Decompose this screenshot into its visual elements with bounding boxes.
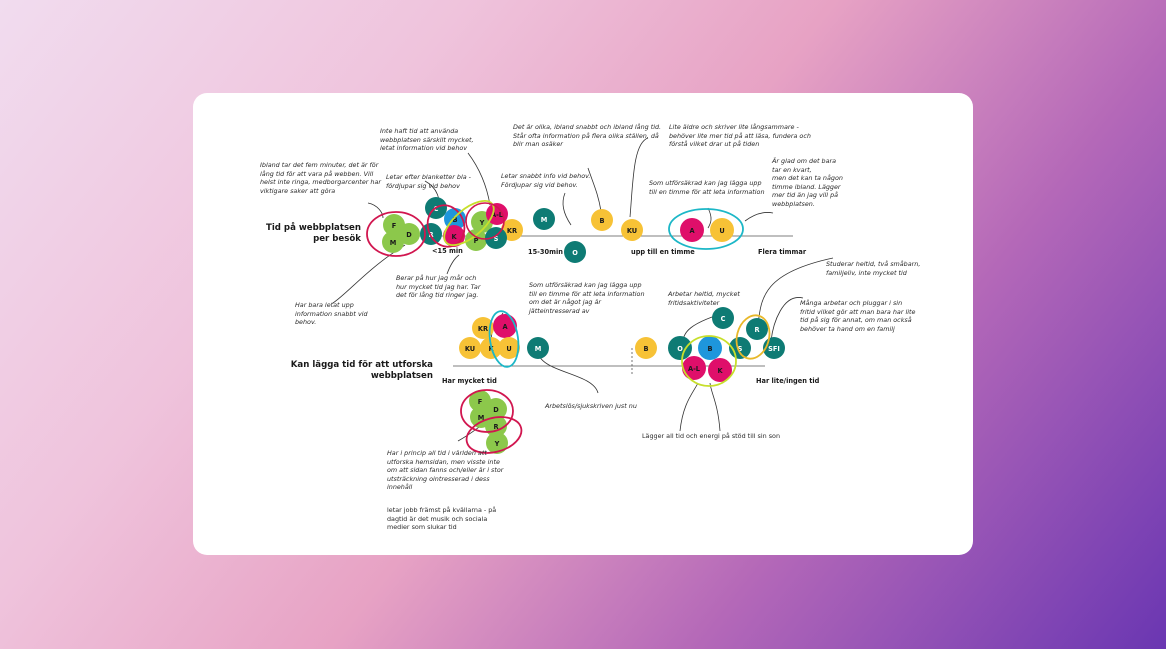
bubble-U-bottom: U: [498, 337, 520, 359]
svg-text:KR: KR: [507, 227, 517, 235]
bubble-C-bottom: C: [712, 307, 734, 329]
note-top-7: Som utförsäkrad kan jag lägga upp till e…: [649, 179, 765, 196]
note-bottom-8: letar jobb främst på kvällarna - på dagt…: [387, 506, 497, 532]
ring-red-top-al: [465, 202, 505, 240]
svg-text:M: M: [390, 239, 397, 247]
bubble-KR-bottom: KR: [472, 317, 494, 339]
bubble-O-bottom: O: [668, 336, 692, 360]
note-bottom-6: Lägger all tid och energi på stöd till s…: [642, 432, 781, 440]
svg-text:D: D: [493, 406, 499, 414]
svg-text:K: K: [717, 367, 723, 375]
bubble-B-blue-bottom: B: [698, 336, 722, 360]
svg-text:KR: KR: [478, 325, 488, 333]
svg-text:B: B: [599, 217, 604, 225]
label-har-mycket-tid: Har mycket tid: [442, 377, 497, 385]
note-bottom-7: Har i princip all tid i världen att utfo…: [387, 449, 504, 492]
note-bottom-4: Många arbetar och pluggar i sin fritid v…: [800, 299, 916, 333]
bubble-P-top: P: [465, 229, 487, 251]
bubble-AL-top: A-L: [486, 203, 508, 225]
ring-red-top-left: [366, 211, 426, 257]
ring-gold-bottom: [735, 314, 771, 360]
label-upp-till-timme: upp till en timme: [631, 248, 695, 256]
note-top-2: Ibland tar det fem minuter, det är för l…: [260, 161, 382, 195]
svg-text:M: M: [478, 414, 485, 422]
label-lt15: <15 min: [432, 247, 463, 255]
bubble-O-15-30: O: [564, 241, 586, 263]
diagram-canvas: F D M C B R K Y A-L KR P S M O B KU A U …: [332, 137, 834, 454]
svg-text:O: O: [677, 345, 683, 353]
svg-text:M: M: [541, 216, 548, 224]
svg-text:S: S: [738, 345, 743, 353]
svg-text:K: K: [451, 233, 457, 241]
svg-text:B: B: [707, 345, 712, 353]
bubble-M-top: M: [382, 231, 404, 253]
note-top-3: Letar efter blanketter bla - fördjupar s…: [386, 173, 471, 190]
ring-red-cluster-bottom: [465, 416, 523, 454]
bubble-M-15-30: M: [533, 208, 555, 230]
note-top-9: Berar på hur jag mår och hur mycket tid …: [396, 274, 481, 300]
note-top-5: Lite äldre och skriver lite långsammare …: [669, 123, 811, 149]
svg-text:M: M: [535, 345, 542, 353]
note-bottom-2: Arbetar heltid, mycket fritidsaktivitete…: [668, 290, 740, 307]
svg-text:P: P: [474, 237, 479, 245]
svg-text:Y: Y: [494, 440, 500, 448]
diagram-card: F D M C B R K Y A-L KR P S M O B KU A U …: [193, 93, 973, 555]
bubble-B-timme: B: [591, 209, 613, 231]
svg-text:R: R: [493, 423, 498, 431]
note-top-6: Letar snabbt info vid behov. Fördjupar s…: [501, 172, 591, 189]
svg-text:A-L: A-L: [491, 211, 504, 219]
note-top-8: Är glad om det bara tar en kvart, men de…: [772, 157, 843, 208]
bottom-axis-title: Kan lägga tid för att utforska webbplats…: [290, 360, 433, 381]
bubble-KU-bottom: KU: [459, 337, 481, 359]
bubble-A-flera: A: [680, 218, 704, 242]
bubble-B-bottom: B: [635, 337, 657, 359]
note-top-10: Har bara letat upp information snabbt vi…: [295, 301, 368, 327]
svg-text:KU: KU: [465, 345, 475, 353]
bubble-AL-bottom: A-L: [682, 356, 706, 380]
svg-text:A-L: A-L: [688, 365, 701, 373]
svg-text:U: U: [719, 227, 724, 235]
svg-text:C: C: [721, 315, 726, 323]
bubble-S-top: S: [485, 227, 507, 249]
svg-text:C: C: [434, 205, 439, 213]
ring-red-cluster-top: [460, 389, 514, 433]
ring-cyan-bottom: [488, 310, 520, 368]
note-top-1: Inte haft tid att använda webbplatsen sä…: [380, 127, 474, 153]
top-axis-title: Tid på webbplatsen per besök: [265, 223, 361, 244]
note-bottom-3: Studerar heltid, två småbarn, familjeliv…: [826, 260, 921, 277]
svg-text:S: S: [494, 235, 499, 243]
bubble-U-flera: U: [710, 218, 734, 242]
bubble-R-bottom: R: [746, 318, 768, 340]
svg-text:SFI: SFI: [768, 345, 780, 353]
label-flera-timmar: Flera timmar: [758, 248, 807, 256]
svg-text:U: U: [506, 345, 511, 353]
svg-text:B: B: [643, 345, 648, 353]
svg-text:O: O: [572, 249, 578, 257]
note-bottom-1: Som utförsäkrad kan jag lägga upp till e…: [529, 281, 645, 315]
svg-text:D: D: [406, 231, 412, 239]
svg-text:B: B: [452, 216, 457, 224]
ring-lime-bottom: [681, 335, 737, 387]
note-top-4: Det är olika, ibland snabbt och ibland l…: [513, 123, 662, 149]
ring-cyan-top: [668, 208, 744, 250]
svg-text:A: A: [502, 323, 508, 331]
svg-text:A: A: [689, 227, 695, 235]
svg-text:F: F: [478, 398, 483, 406]
note-bottom-5: Arbetslös/sjukskriven just nu: [545, 402, 637, 410]
bubble-A-bottom: A: [493, 314, 517, 338]
label-har-lite-tid: Har lite/ingen tid: [756, 377, 820, 385]
bubble-Y-cluster: Y: [486, 432, 508, 454]
bubble-M-bottom: M: [527, 337, 549, 359]
svg-text:R: R: [754, 326, 759, 334]
svg-text:KU: KU: [627, 227, 637, 235]
label-15-30: 15-30min: [528, 248, 563, 256]
bubble-K2-bottom: K: [708, 358, 732, 382]
bubble-KU-timme: KU: [621, 219, 643, 241]
svg-text:Y: Y: [479, 219, 485, 227]
svg-text:F: F: [392, 222, 397, 230]
